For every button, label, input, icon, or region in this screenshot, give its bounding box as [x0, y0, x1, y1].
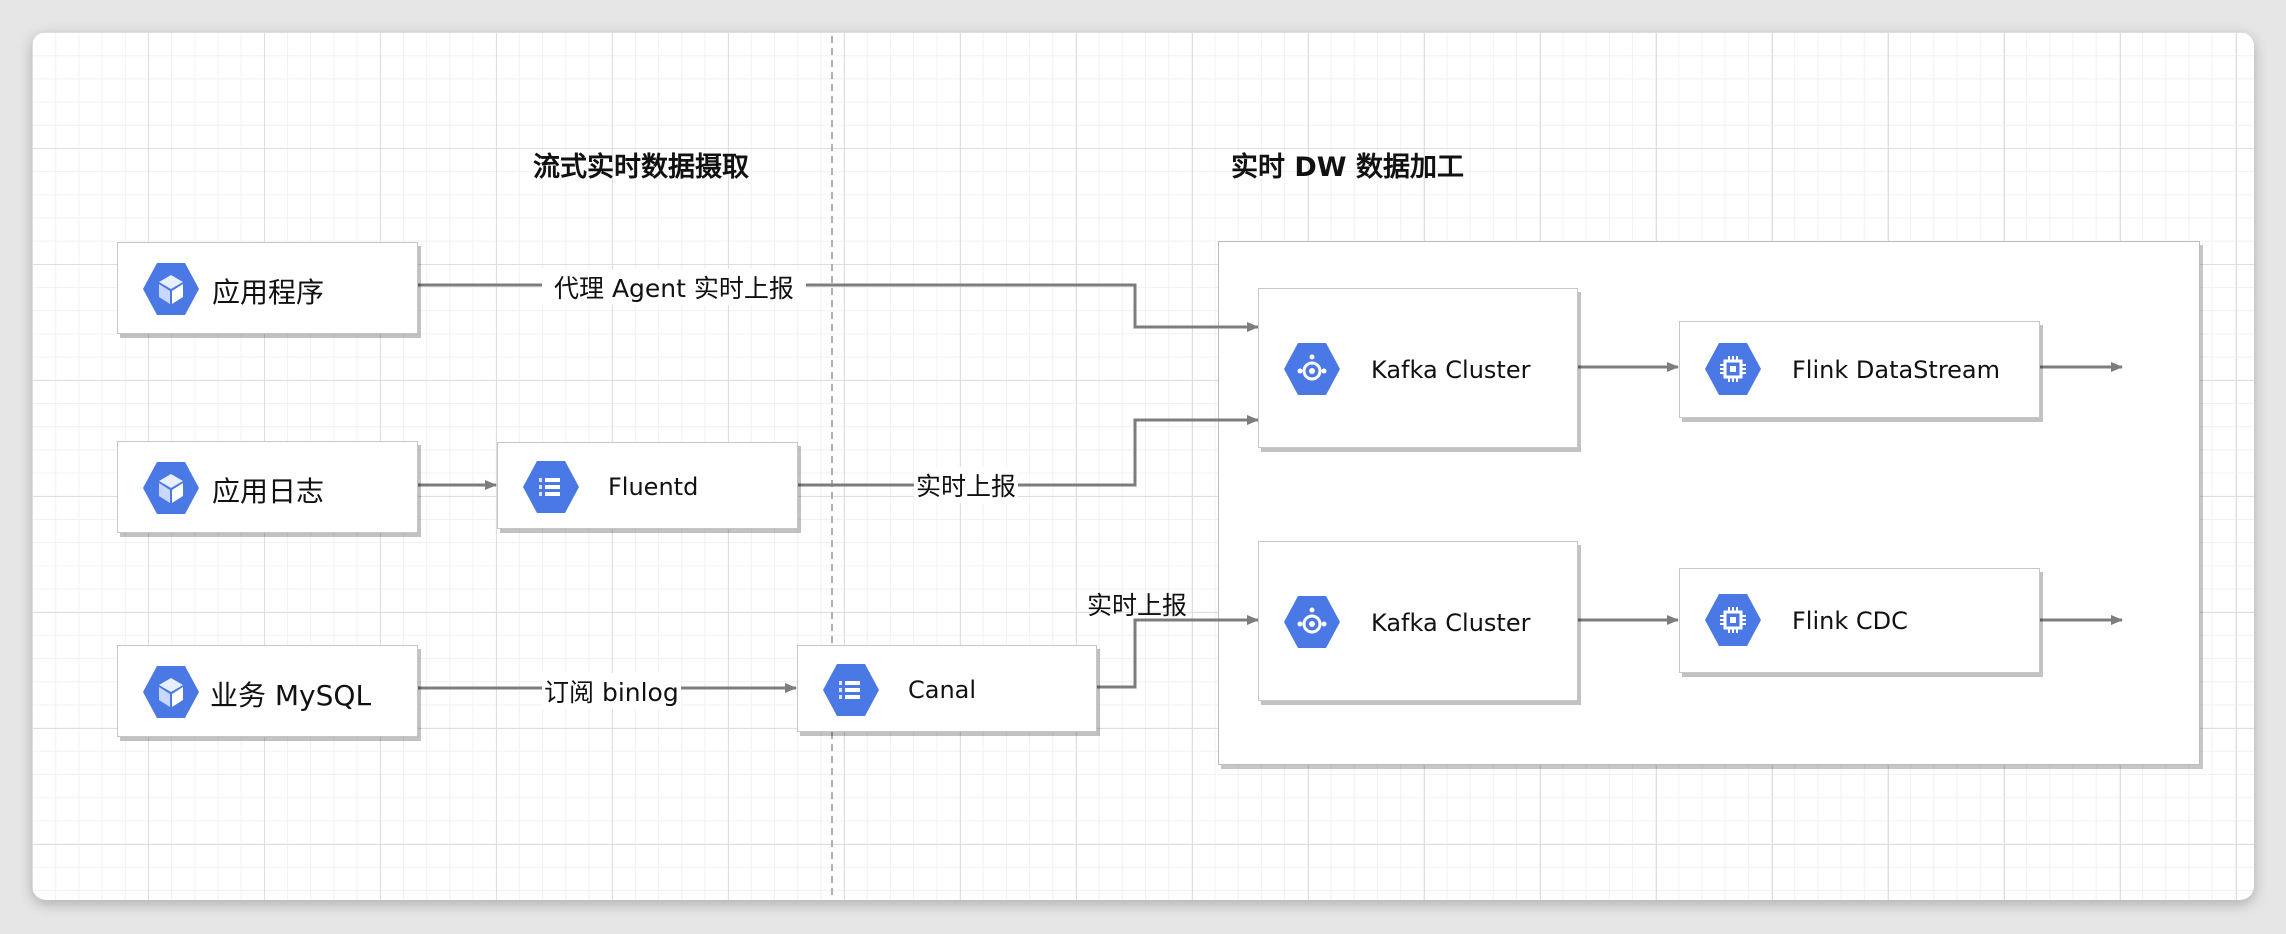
- cube-icon: [142, 663, 200, 721]
- chip-icon: [1704, 340, 1762, 398]
- node-canal[interactable]: Canal: [797, 645, 1097, 732]
- node-flink-cdc-label: Flink CDC: [1792, 607, 1908, 635]
- node-mysql[interactable]: 业务 MySQL: [117, 645, 418, 737]
- node-kafka2-label: Kafka Cluster: [1371, 609, 1531, 637]
- edge-label-binlog: 订阅 binlog: [542, 673, 681, 709]
- node-kafka1-label: Kafka Cluster: [1371, 356, 1531, 384]
- node-flink-datastream[interactable]: Flink DataStream: [1679, 321, 2040, 418]
- node-kafka1[interactable]: Kafka Cluster: [1258, 288, 1578, 448]
- node-mysql-label: 业务 MySQL: [210, 679, 372, 712]
- edge-label-fluentd-report: 实时上报: [914, 467, 1019, 503]
- node-applog[interactable]: 应用日志: [117, 441, 418, 533]
- node-applog-label: 应用日志: [212, 475, 325, 508]
- chip-icon: [1704, 591, 1762, 649]
- node-flink-datastream-label: Flink DataStream: [1792, 356, 2001, 384]
- warehouse-section-title: 实时 DW 数据加工: [1231, 152, 1464, 183]
- edge-fluentd-kafka1: [798, 415, 1259, 487]
- list-icon: [522, 458, 580, 516]
- node-app-label: 应用程序: [212, 276, 325, 309]
- node-fluentd[interactable]: Fluentd: [497, 442, 798, 529]
- edge-label-agent: 代理 Agent 实时上报: [542, 269, 806, 305]
- pubsub-icon: [1283, 340, 1341, 398]
- edge-canal-kafka2: [1097, 615, 1259, 689]
- node-kafka2[interactable]: Kafka Cluster: [1258, 541, 1578, 701]
- node-fluentd-label: Fluentd: [608, 473, 699, 501]
- ingest-section-title: 流式实时数据摄取: [533, 152, 749, 183]
- node-app[interactable]: 应用程序: [117, 242, 418, 334]
- edge-label-canal-report: 实时上报: [1087, 591, 1188, 620]
- cube-icon: [142, 459, 200, 517]
- node-flink-cdc[interactable]: Flink CDC: [1679, 568, 2040, 673]
- pubsub-icon: [1283, 593, 1341, 651]
- node-canal-label: Canal: [908, 676, 977, 704]
- cube-icon: [142, 260, 200, 318]
- list-icon: [822, 661, 880, 719]
